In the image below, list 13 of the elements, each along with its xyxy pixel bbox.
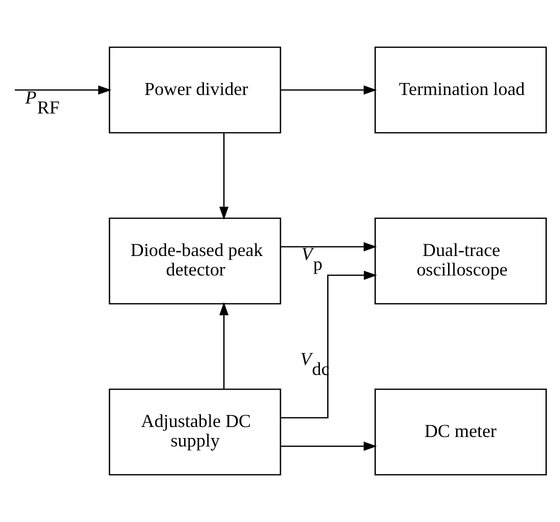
node-box: Termination load xyxy=(374,46,547,134)
node-box: Adjustable DC supply xyxy=(108,388,282,476)
arrow xyxy=(280,270,378,418)
node-box: Power divider xyxy=(108,46,282,134)
arrow xyxy=(219,133,229,220)
node-box: DC meter xyxy=(374,388,547,476)
arrow xyxy=(14,85,112,95)
arrow xyxy=(280,85,377,95)
node-box: Dual-trace oscilloscope xyxy=(374,218,547,304)
arrow xyxy=(280,442,377,451)
arrow xyxy=(280,242,377,252)
node-box: Diode-based peak detector xyxy=(108,218,282,304)
arrow xyxy=(219,302,229,389)
